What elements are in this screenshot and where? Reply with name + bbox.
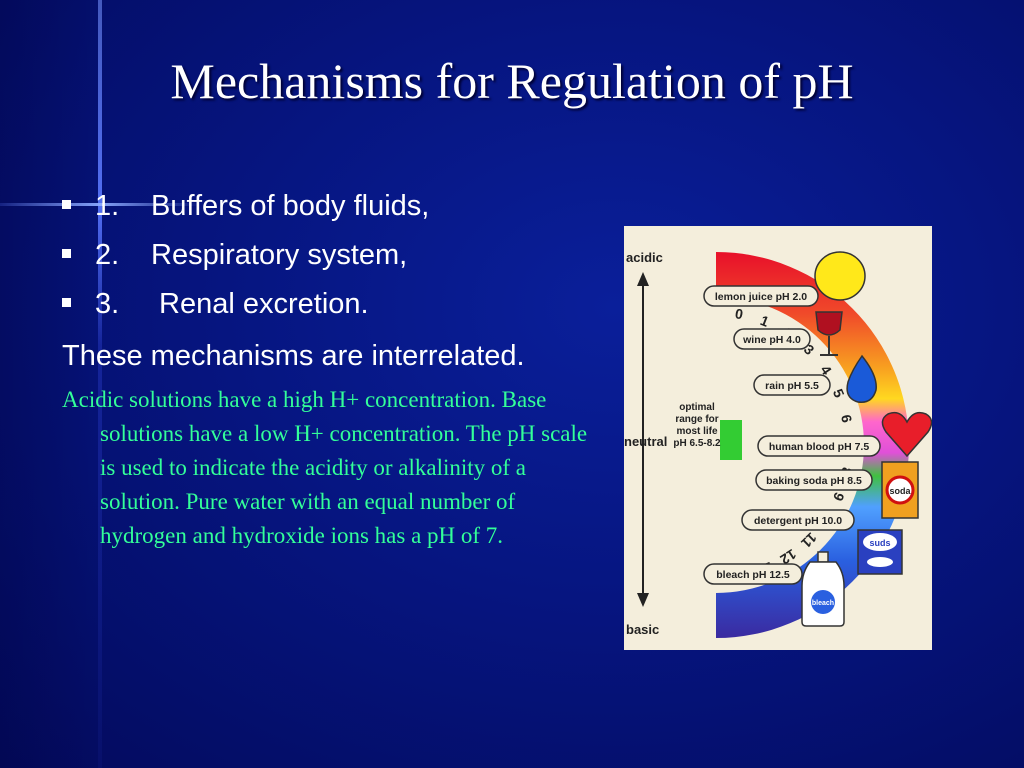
suds-label: suds [869, 538, 890, 548]
bullet-square-icon [62, 249, 71, 258]
example-lemon-pill [703, 285, 819, 307]
example-label: baking soda pH 8.5 [766, 475, 862, 487]
bullet-number: 3. [95, 288, 120, 320]
bullet-list: 1. Buffers of body fluids, 2. Respirator… [62, 190, 592, 553]
neutral-label: neutral [624, 434, 667, 449]
example-wine-pill [733, 328, 811, 350]
ph-scale-number: 6 [838, 413, 855, 424]
example-label: bleach pH 12.5 [716, 569, 790, 581]
example-rain-pill [753, 374, 831, 396]
ph-scale-number: 1 [758, 312, 771, 330]
basic-label: basic [626, 622, 659, 637]
acidic-label: acidic [626, 250, 663, 265]
suds-box-icon: suds [857, 529, 903, 575]
ph-scale-number: 0 [734, 305, 745, 322]
raindrop-icon [846, 354, 877, 403]
example-label: human blood pH 7.5 [769, 441, 869, 453]
example-label: wine pH 4.0 [742, 334, 801, 346]
bullet-number: 1. [95, 190, 120, 222]
ph-scale-number: 9 [830, 490, 848, 504]
example-baking-soda-pill [755, 469, 873, 491]
ph-scale-figure: acidic neutral basic 0123456789101112131… [624, 226, 932, 650]
soda-label: soda [889, 486, 911, 496]
example-blood-pill [757, 435, 881, 457]
bullet-text: Renal excretion. [151, 288, 369, 320]
lemon-icon [814, 251, 866, 301]
interrelated-paragraph: These mechanisms are interrelated. [62, 340, 525, 372]
slide-title: Mechanisms for Regulation of pH [170, 53, 854, 109]
arrow-up-icon [637, 272, 649, 286]
bullet-text: Buffers of body fluids, [151, 190, 430, 222]
optimal-line: pH 6.5-8.2 [673, 438, 721, 449]
bullet-square-icon [62, 298, 71, 307]
bullet-item: 2. Respiratory system, [62, 239, 592, 288]
background-shade [0, 0, 100, 768]
bullet-item: 3. Renal excretion. [62, 288, 592, 337]
optimal-range-note: optimal range for most life pH 6.5-8.2 [673, 402, 721, 449]
bleach-label: bleach [812, 600, 834, 607]
bullet-square-icon [62, 200, 71, 209]
bleach-bottle-icon: bleach [801, 551, 845, 627]
optimal-line: most life [676, 426, 718, 437]
optimal-line: optimal [679, 402, 715, 413]
example-label: lemon juice pH 2.0 [715, 291, 807, 303]
decorative-vertical-line [98, 0, 102, 768]
ph-scale-number: 5 [830, 386, 848, 400]
heart-icon [881, 411, 932, 458]
example-label: rain pH 5.5 [765, 380, 819, 392]
wine-glass-icon [815, 311, 843, 356]
ph-scale-number: 11 [798, 530, 820, 552]
soda-box-icon: soda [881, 461, 919, 519]
ph-scale-number: 12 [777, 546, 799, 568]
example-detergent-pill [741, 509, 855, 531]
decorative-horizontal-line [0, 203, 200, 206]
ph-scale-diagram: acidic neutral basic 0123456789101112131… [624, 250, 932, 638]
bullet-item: 1. Buffers of body fluids, [62, 190, 592, 239]
ph-description: Acidic solutions have a high H+ concentr… [62, 387, 588, 548]
bullet-text: Respiratory system, [151, 239, 408, 271]
optimal-range-band [720, 420, 742, 460]
example-bleach-pill [703, 563, 803, 585]
example-label: detergent pH 10.0 [754, 515, 842, 527]
arrow-down-icon [637, 593, 649, 607]
bullet-number: 2. [95, 239, 120, 271]
optimal-line: range for [675, 414, 718, 425]
